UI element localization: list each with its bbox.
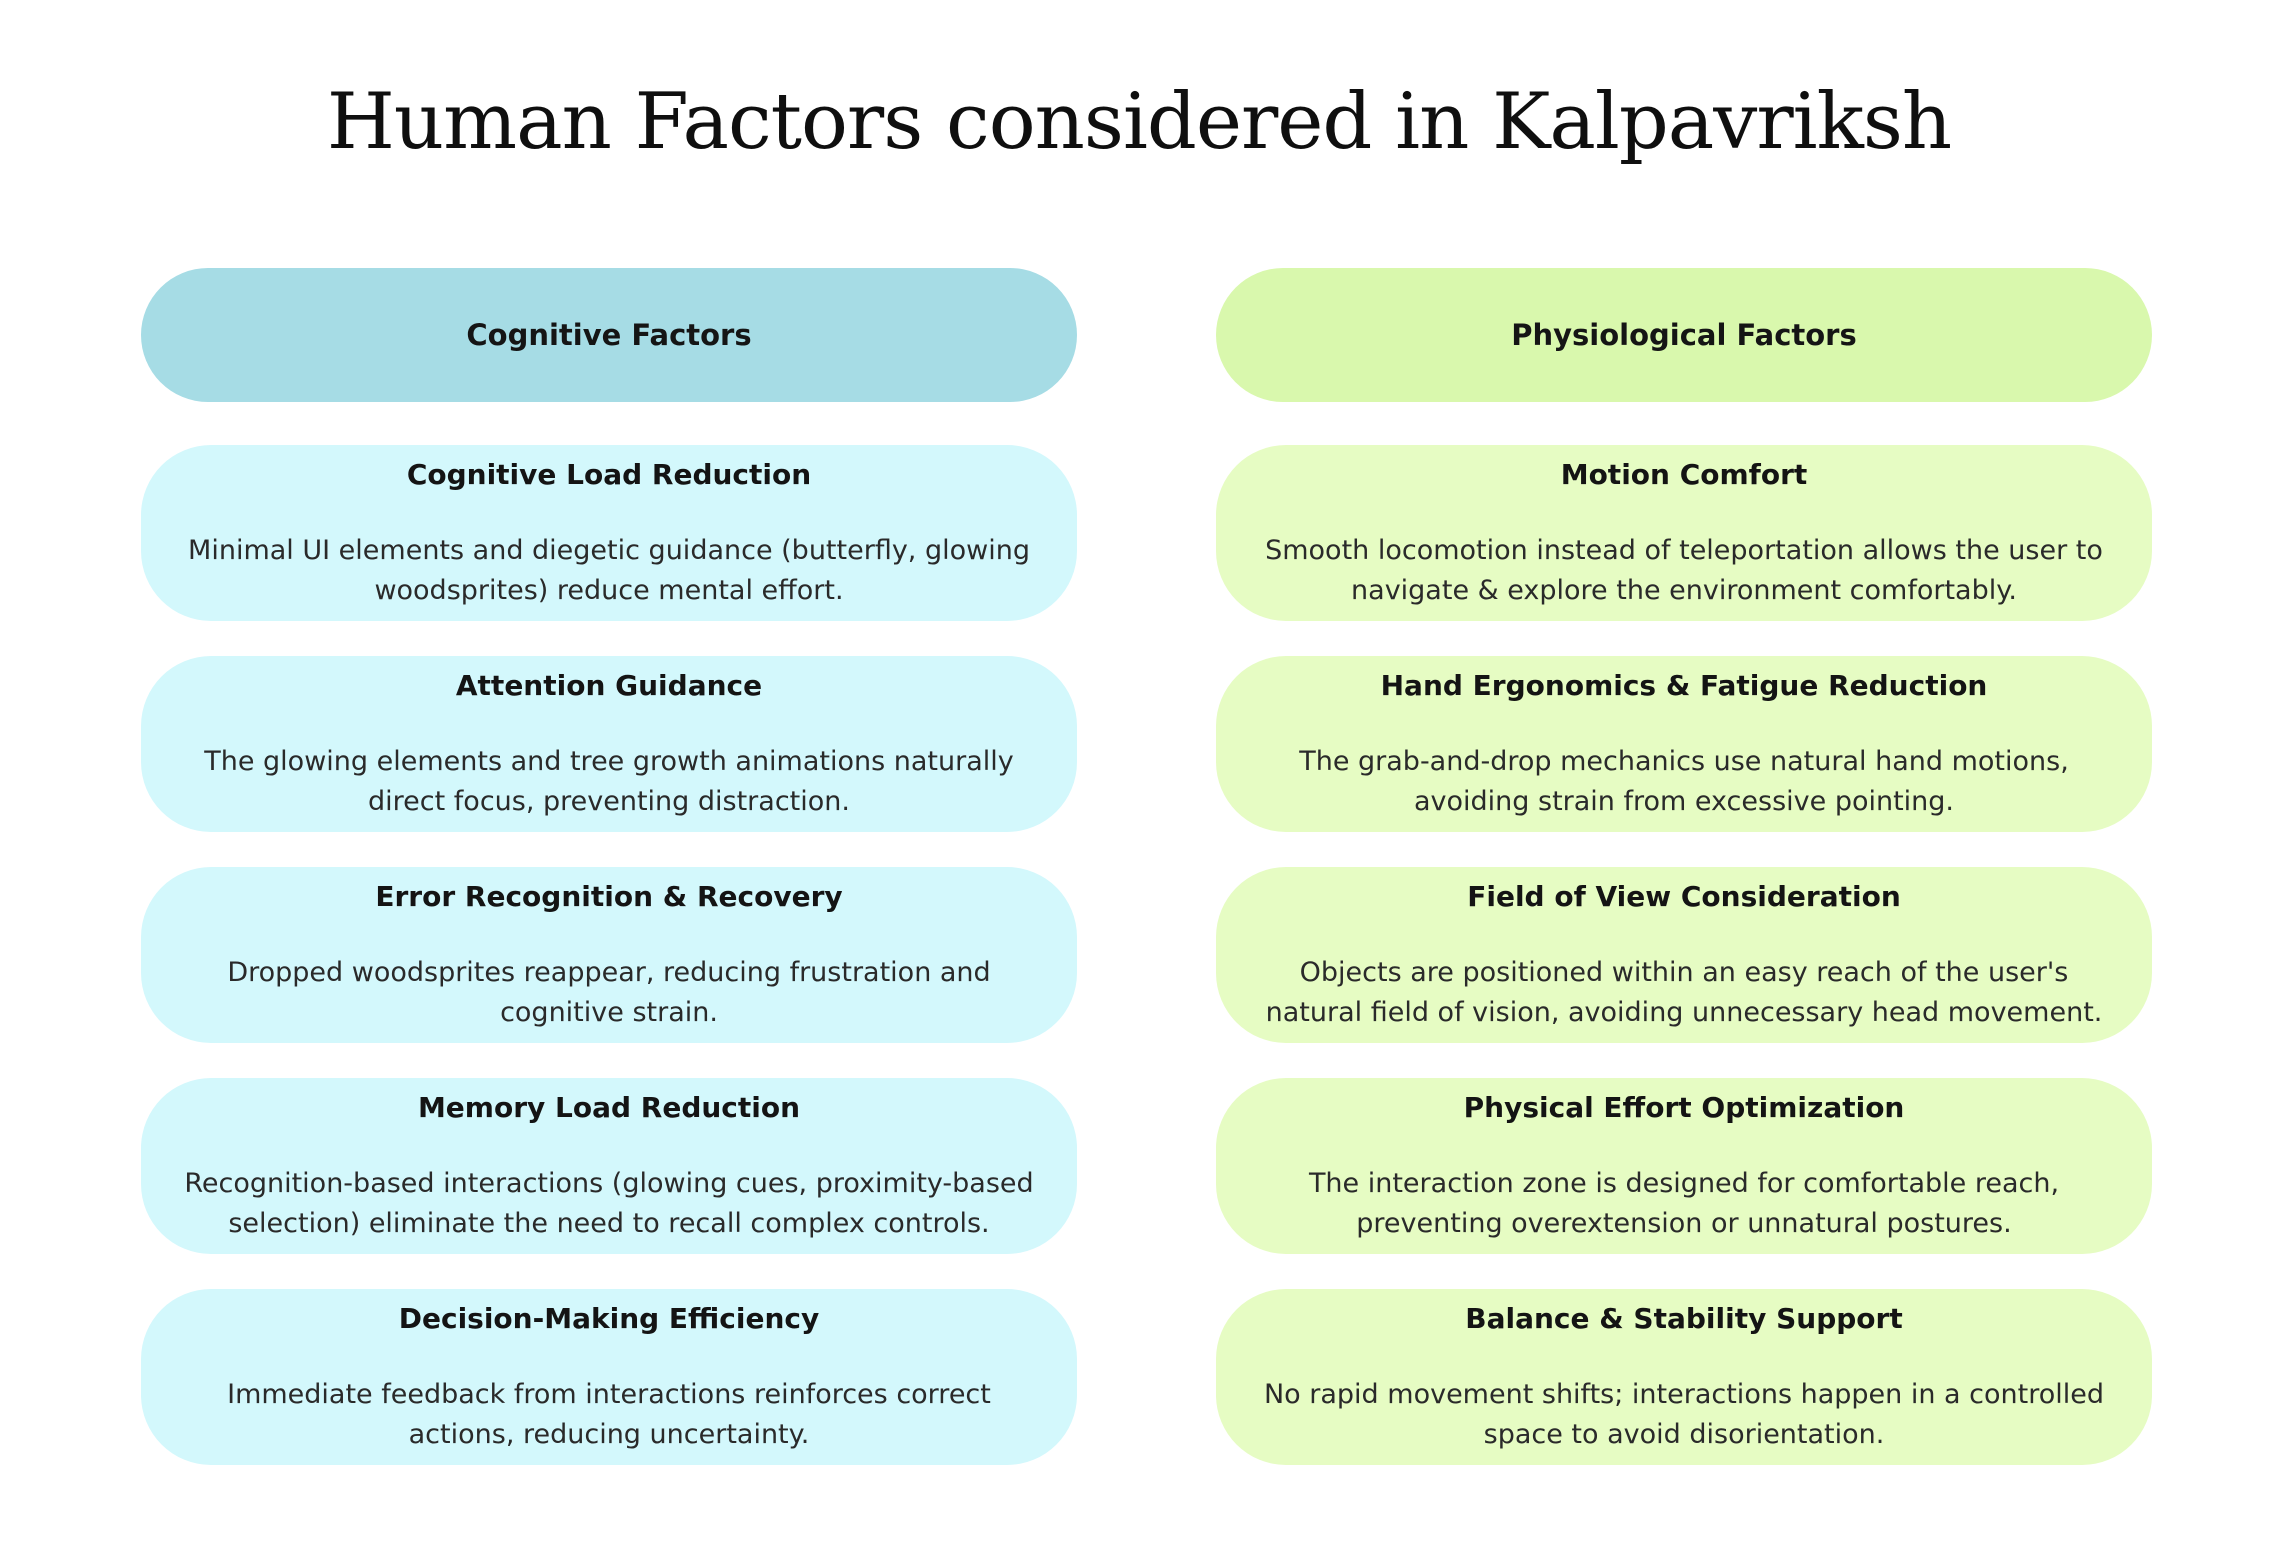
factor-card-description: Minimal UI elements and diegetic guidanc… [188, 535, 1030, 607]
factor-card-title: Motion Comfort [1560, 458, 1808, 491]
factor-card-title: Memory Load Reduction [417, 1091, 801, 1124]
factor-card-title: Balance & Stability Support [1465, 1302, 1903, 1335]
factor-card-title: Field of View Consideration [1467, 880, 1901, 913]
factor-card-attention-guidance: Attention Guidance The glowing elements … [141, 656, 1077, 832]
page-title: Human Factors considered in Kalpavriksh [326, 77, 1952, 167]
factor-card-motion-comfort: Motion Comfort Smooth locomotion instead… [1216, 445, 2152, 621]
factor-card-description: Objects are positioned within an easy re… [1265, 957, 2103, 1029]
cognitive-factors-column: Cognitive Factors Cognitive Load Reducti… [141, 268, 1077, 1500]
factor-card-error-recognition-recovery: Error Recognition & Recovery Dropped woo… [141, 867, 1077, 1043]
factor-card-balance-stability-support: Balance & Stability Support No rapid mov… [1216, 1289, 2152, 1465]
factor-card-description: The glowing elements and tree growth ani… [204, 746, 1014, 818]
factor-card-cognitive-load-reduction: Cognitive Load Reduction Minimal UI elem… [141, 445, 1077, 621]
factor-card-field-of-view: Field of View Consideration Objects are … [1216, 867, 2152, 1043]
physiological-factors-list: Motion Comfort Smooth locomotion instead… [1216, 445, 2152, 1465]
factor-card-title: Hand Ergonomics & Fatigue Reduction [1380, 669, 1988, 702]
factor-card-decision-making-efficiency: Decision-Making Efficiency Immediate fee… [141, 1289, 1077, 1465]
physiological-factors-column: Physiological Factors Motion Comfort Smo… [1216, 268, 2152, 1500]
cognitive-factors-list: Cognitive Load Reduction Minimal UI elem… [141, 445, 1077, 1465]
factor-card-description: Dropped woodsprites reappear, reducing f… [227, 957, 991, 1029]
factor-card-hand-ergonomics: Hand Ergonomics & Fatigue Reduction The … [1216, 656, 2152, 832]
factor-card-title: Cognitive Load Reduction [406, 458, 812, 491]
factor-card-description: No rapid movement shifts; interactions h… [1263, 1379, 2105, 1451]
factor-card-description: Recognition-based interactions (glowing … [184, 1168, 1034, 1240]
cognitive-factors-header: Cognitive Factors [141, 268, 1077, 402]
factor-card-title: Physical Effort Optimization [1463, 1091, 1905, 1124]
factor-card-description: Smooth locomotion instead of teleportati… [1265, 535, 2103, 607]
factor-card-title: Error Recognition & Recovery [375, 880, 843, 913]
factor-card-title: Attention Guidance [455, 669, 763, 702]
factor-card-physical-effort-optimization: Physical Effort Optimization The interac… [1216, 1078, 2152, 1254]
factor-card-description: The interaction zone is designed for com… [1308, 1168, 2060, 1240]
factor-card-description: Immediate feedback from interactions rei… [227, 1379, 991, 1451]
physiological-factors-header: Physiological Factors [1216, 268, 2152, 402]
factor-card-description: The grab-and-drop mechanics use natural … [1299, 746, 2069, 818]
factor-card-memory-load-reduction: Memory Load Reduction Recognition-based … [141, 1078, 1077, 1254]
factor-card-title: Decision-Making Efficiency [398, 1302, 820, 1335]
